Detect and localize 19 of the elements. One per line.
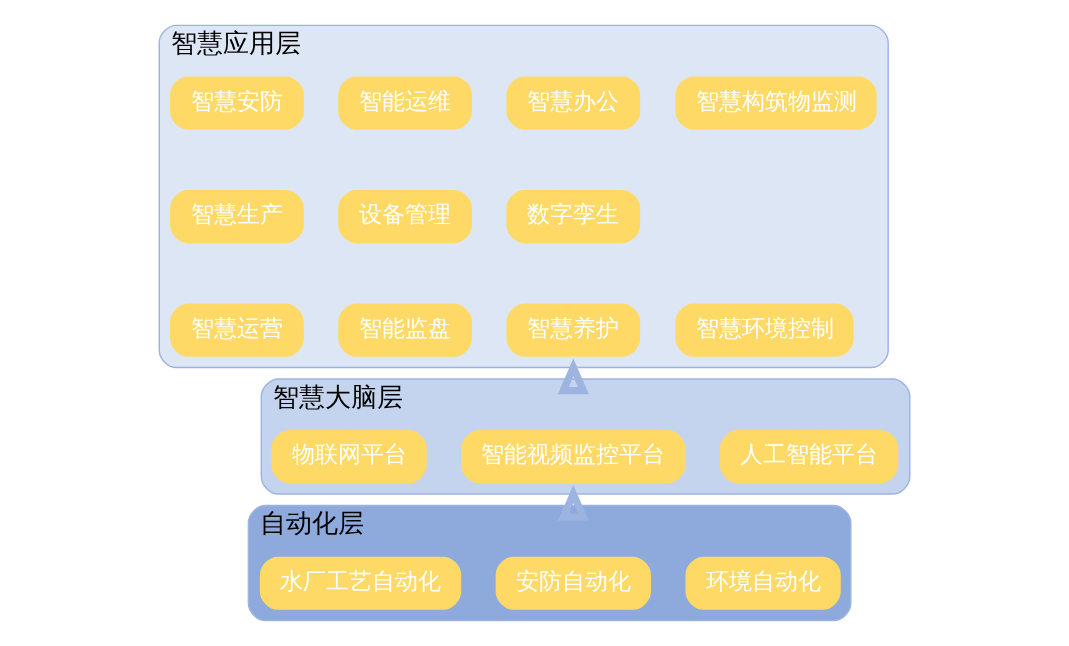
node-box: 数字孪生 [506,190,641,244]
node-box: 智慧养护 [506,303,641,357]
node-box: 智慧运营 [170,303,304,357]
node-box: 智慧构筑物监测 [675,76,877,130]
node-box: 环境自动化 [685,556,841,610]
node-box: 安防自动化 [495,556,651,610]
node-box: 智慧安防 [170,76,304,130]
node-box: 物联网平台 [271,430,427,484]
node-box: 智能视频监控平台 [461,430,686,484]
node-box: 智慧环境控制 [675,303,854,357]
node-box: 智能监盘 [338,303,472,357]
arrow [557,485,589,521]
node-box: 智慧生产 [170,190,304,244]
node-box: 人工智能平台 [719,430,899,484]
node-box: 设备管理 [338,190,472,244]
node-box: 智慧办公 [506,76,641,130]
node-box: 智能运维 [338,76,472,130]
node-box: 水厂工艺自动化 [259,556,462,610]
arrow [557,358,589,395]
